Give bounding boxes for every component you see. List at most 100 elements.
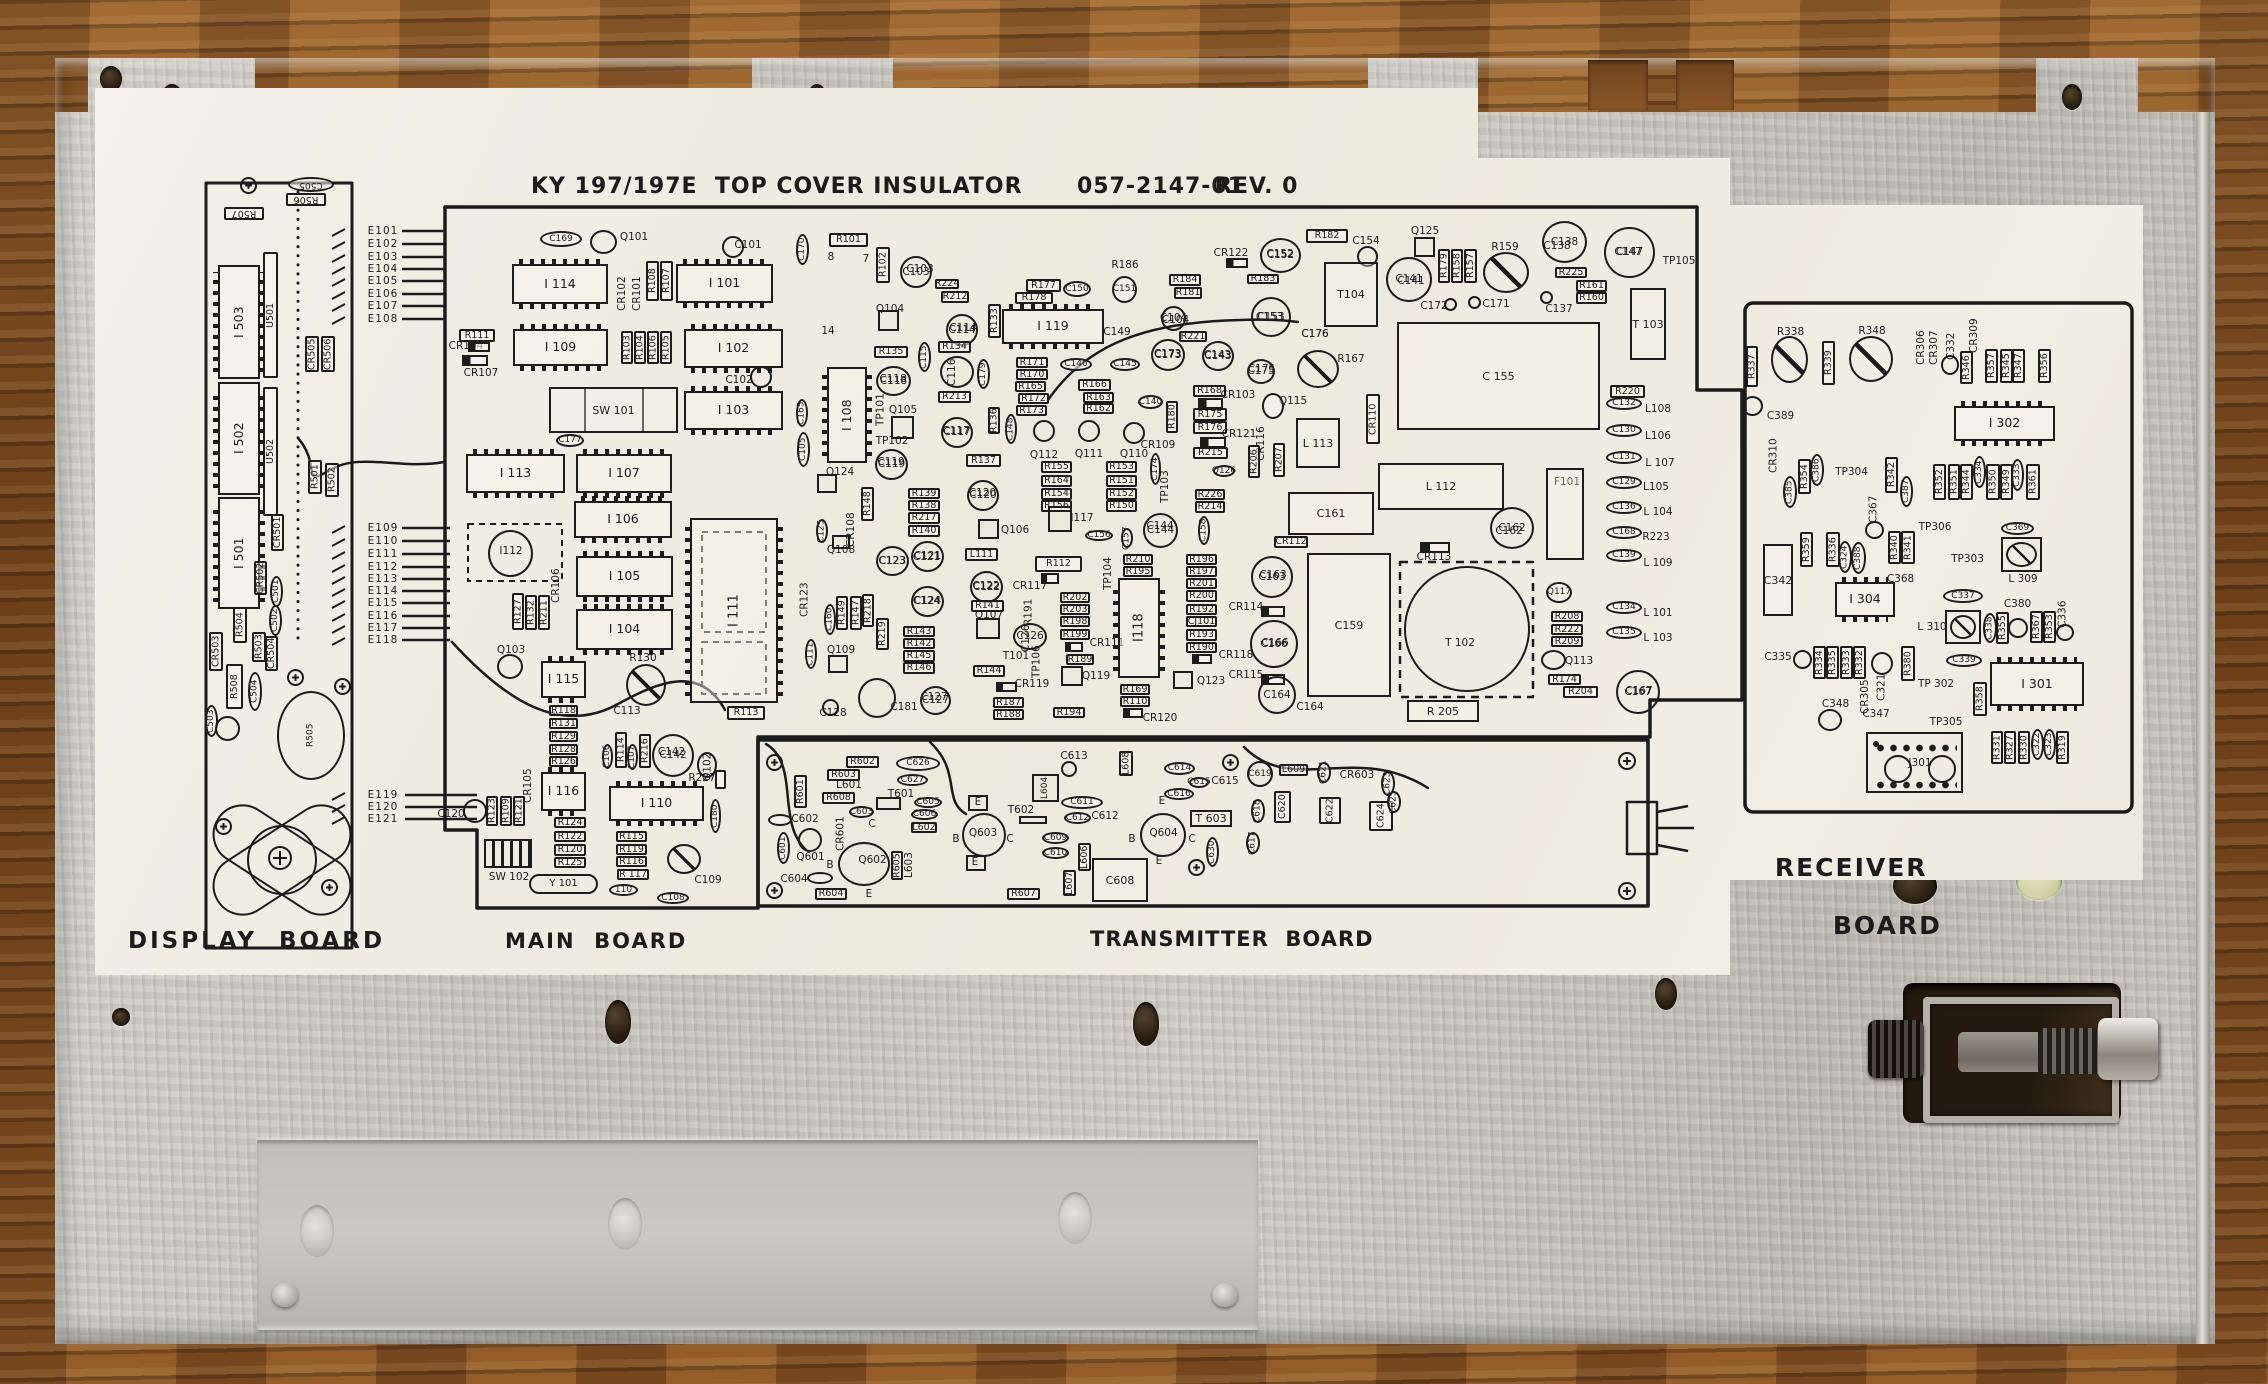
comp-r181: R181 xyxy=(1174,287,1202,299)
glyph-C xyxy=(1818,709,1842,731)
comp-c170: C170 xyxy=(796,234,809,265)
comp-c122: C122 xyxy=(972,579,1000,592)
glyph-sq xyxy=(817,474,837,493)
comp-c622: C622 xyxy=(1319,797,1341,824)
glyph-tr xyxy=(1849,336,1893,382)
comp-r347: R347 xyxy=(2012,349,2025,383)
comp-c142: C142 xyxy=(652,734,694,777)
comp-r213: R213 xyxy=(938,391,971,403)
latch-barrel-nut[interactable] xyxy=(2098,1018,2158,1080)
glyph-C xyxy=(940,356,974,388)
comp-c612: C612 xyxy=(1064,812,1091,824)
glyph-tr xyxy=(1771,336,1808,383)
comp-r151: R151 xyxy=(1106,475,1137,487)
comp-e: E xyxy=(971,856,979,869)
rivet xyxy=(1212,1283,1238,1307)
glyph-scw xyxy=(1618,752,1636,770)
comp-tp103: TP103 xyxy=(1158,470,1171,503)
comp-r174: R174 xyxy=(1548,674,1581,685)
comp-r506: R506 xyxy=(286,193,326,206)
comp-c123: C123 xyxy=(878,554,906,567)
comp-r502: R502 xyxy=(325,463,339,497)
comp-cr117: CR117 xyxy=(1012,579,1048,592)
pin-label-e115: E115 xyxy=(367,596,399,609)
comp-r176: R176 xyxy=(1193,421,1227,434)
comp-c179: C179 xyxy=(977,359,990,389)
comp-c615: C615 xyxy=(1187,777,1211,788)
comp-c162: C162 xyxy=(1490,507,1534,549)
comp-c177: C177 xyxy=(556,434,584,447)
comp-t103: T 103 xyxy=(1630,288,1666,360)
comp-c104: C104 xyxy=(1160,306,1187,331)
comp-r222: R222 xyxy=(1551,624,1583,635)
comp-r504: R504 xyxy=(233,607,247,643)
comp-r165: R165 xyxy=(1015,381,1046,392)
comp-cr601: CR601 xyxy=(834,816,847,852)
glyph-sq xyxy=(968,795,988,811)
glyph-vtr xyxy=(1945,610,1981,644)
comp-c613: C613 xyxy=(1060,750,1088,763)
comp-l310: L 310 xyxy=(1917,620,1947,633)
comp-c171: C171 xyxy=(1482,297,1510,310)
silk-line xyxy=(331,551,346,560)
comp-r348: R348 xyxy=(1858,324,1886,337)
comp-r198: R198 xyxy=(1060,616,1090,627)
comp-c103: C103 xyxy=(900,256,932,288)
comp-l606: L606 xyxy=(1078,843,1091,871)
comp-c127: C127 xyxy=(920,690,948,703)
comp-r154: R154 xyxy=(1041,488,1072,500)
pin-label-e106: E106 xyxy=(367,287,399,300)
glyph-C xyxy=(1061,761,1077,777)
comp-l107: L 107 xyxy=(1645,456,1675,469)
comp-r184: R184 xyxy=(1169,274,1201,286)
comp-r118: R118 xyxy=(549,705,578,716)
comp-cr119: CR119 xyxy=(1014,678,1050,691)
comp-cr112: CR112 xyxy=(1274,536,1308,548)
comp-r153: R153 xyxy=(1106,461,1137,473)
comp-r152: R152 xyxy=(1106,488,1137,500)
comp-c109: C109 xyxy=(694,873,722,886)
comp-l105: L105 xyxy=(1643,480,1669,493)
latch-screw-head[interactable] xyxy=(1868,1020,1924,1078)
glyph-C xyxy=(1941,355,1959,375)
comp-r332: R332 xyxy=(1853,646,1866,679)
right-edge-flange xyxy=(2196,112,2210,1344)
glyph-sq xyxy=(876,797,901,810)
comp-r501: R501 xyxy=(308,460,322,494)
comp-q126: Q126 xyxy=(1211,465,1237,477)
glyph-o xyxy=(768,814,792,826)
comp-cr111: CR111 xyxy=(1089,637,1125,650)
comp-c163: C163 xyxy=(1259,569,1287,582)
silk-line xyxy=(331,625,346,634)
comp-i503: I 503 xyxy=(218,265,260,379)
comp-l604: L604 xyxy=(1032,774,1059,802)
comp-q117: Q117 xyxy=(1546,582,1572,603)
comp-c117: C117 xyxy=(942,424,970,437)
comp-c142: C142 xyxy=(657,745,686,758)
comp-t603: T 603 xyxy=(1190,810,1232,827)
comp-c625: C625 xyxy=(1387,790,1401,814)
comp-r161: R161 xyxy=(1576,280,1607,292)
comp-c135: C135 xyxy=(1606,626,1642,639)
glyph-dd xyxy=(1420,542,1450,553)
comp-r209: R209 xyxy=(1551,636,1583,647)
latch-threaded-rod[interactable] xyxy=(2038,1028,2104,1074)
comp-c127: C127 xyxy=(920,686,951,715)
comp-r144: R144 xyxy=(973,665,1005,677)
receiver-board-label-line2: BOARD xyxy=(1832,911,1942,940)
sheet-title: KY 197/197E TOP COVER INSULATOR xyxy=(531,174,1023,199)
comp-c144: C144 xyxy=(1146,519,1174,532)
comp-i502: I 502 xyxy=(218,382,260,495)
silk-line xyxy=(331,525,346,534)
comp-r508: R508 xyxy=(226,664,243,709)
comp-c163: C163 xyxy=(1251,556,1293,598)
comp-r111: R111 xyxy=(459,329,495,342)
comp-c367: C367 xyxy=(1867,495,1880,523)
comp-t101: T101 xyxy=(1002,649,1030,662)
comp-c618: C618 xyxy=(1251,799,1265,823)
comp-c342: C342 xyxy=(1763,544,1793,616)
comp-c145: C145 xyxy=(1110,358,1140,371)
comp-c502: C502 xyxy=(269,605,282,636)
comp-r197: R197 xyxy=(1186,566,1217,577)
glyph-C xyxy=(838,842,890,886)
